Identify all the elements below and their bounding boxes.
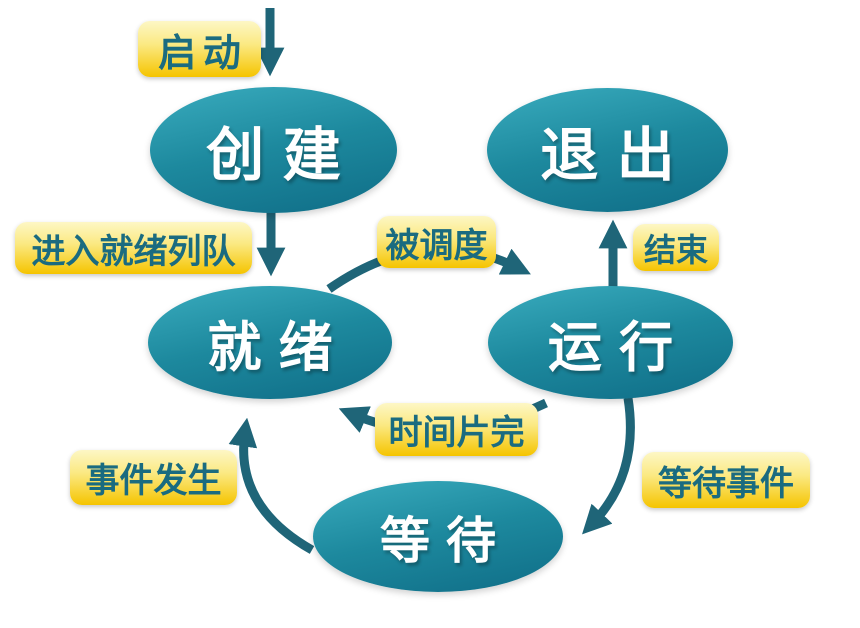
transition-tag-scheduled-label: 被调度 [385,225,488,266]
state-create: 创建 [150,87,397,213]
arrow-waiting-to-ready-event-occurs [228,417,315,554]
transition-tag-enter-ready-queue-label: 进入就绪列队 [31,231,236,272]
transition-tag-event-occurs-label: 事件发生 [85,461,222,501]
transition-tag-scheduled: 被调度 [377,216,496,268]
transition-tag-enter-ready-queue: 进入就绪列队 [15,222,252,274]
state-ready: 就绪 [148,286,392,399]
transition-tag-start-label: 启动 [158,30,248,75]
state-waiting-label: 等待 [380,511,512,570]
state-ready-label: 就绪 [207,316,350,379]
transition-tag-finish-label: 结束 [643,230,708,269]
transition-tag-timeslice-over-label: 时间片完 [388,413,525,453]
transition-tag-wait-for-event-label: 等待事件 [658,463,794,504]
state-exit: 退出 [487,88,728,212]
state-waiting: 等待 [313,481,563,592]
state-running-label: 运行 [547,316,691,379]
state-exit-label: 退出 [540,121,694,189]
transition-tag-event-occurs: 事件发生 [70,450,237,505]
transition-tag-finish: 结束 [633,224,719,271]
transition-tag-start: 启动 [138,21,261,77]
state-running: 运行 [488,286,733,399]
state-create-label: 创建 [206,121,360,189]
transition-tag-timeslice-over: 时间片完 [375,403,538,456]
transition-tag-wait-for-event: 等待事件 [642,452,810,508]
arrow-running-to-waiting-wait-event [582,397,635,535]
